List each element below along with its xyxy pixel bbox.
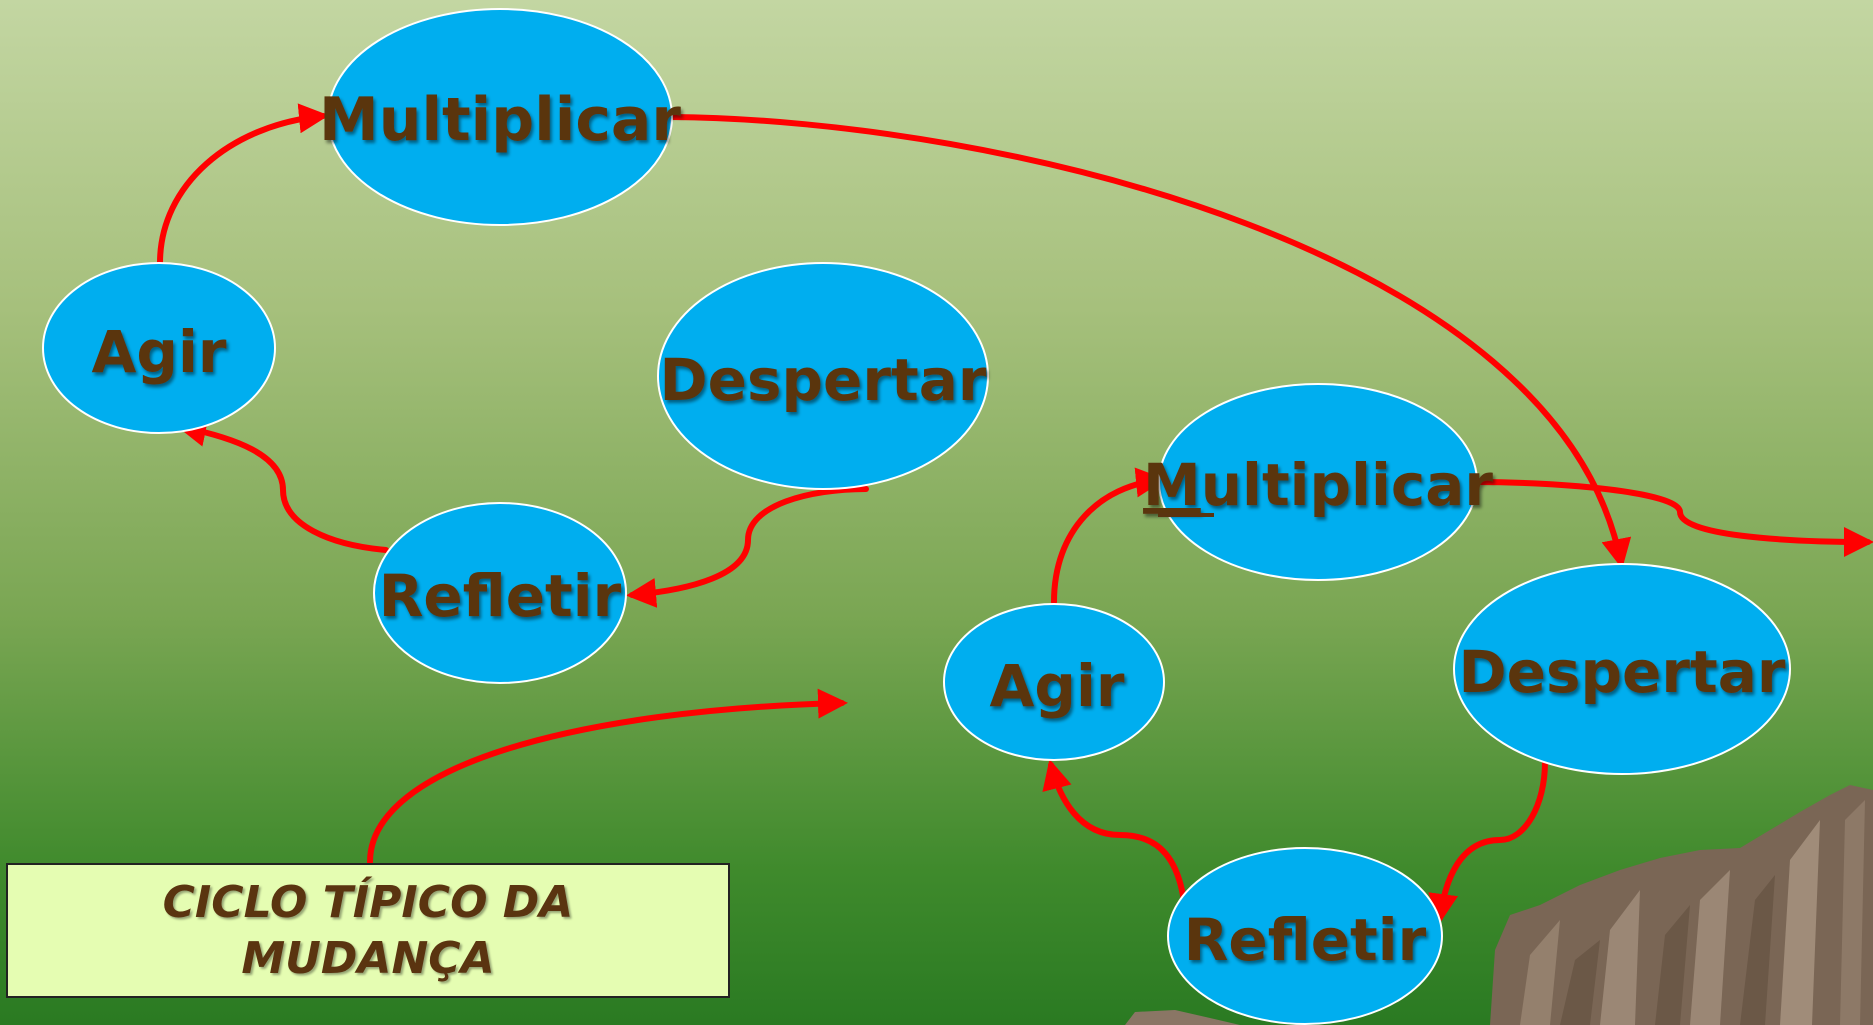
arrow-despertar-1-to-refletir-1 bbox=[626, 486, 869, 608]
node-label: Agir bbox=[990, 652, 1125, 720]
arrow-refletir-1-to-agir-1 bbox=[176, 417, 389, 553]
arrow-refletir-2-to-agir-2 bbox=[1042, 759, 1188, 913]
arrow-multiplicar-1-to-despertar-2 bbox=[669, 114, 1632, 569]
node-label: Refletir bbox=[379, 562, 622, 630]
node-refletir-1: Refletir bbox=[373, 502, 627, 684]
rock-cliff-illustration bbox=[1125, 785, 1873, 1025]
caption-text: CICLO TÍPICO DA MUDANÇA bbox=[163, 875, 574, 987]
arrow-caption-to-cycle-2 bbox=[367, 688, 848, 865]
node-multiplicar-2: Multiplicar bbox=[1143, 383, 1493, 581]
node-label: Multiplicar bbox=[1143, 451, 1493, 519]
caption-line-2: MUDANÇA bbox=[241, 932, 495, 984]
node-label: Multiplicar bbox=[319, 85, 681, 155]
node-label-initial: M bbox=[1143, 451, 1201, 519]
node-despertar-2: Despertar bbox=[1453, 563, 1791, 775]
arrow-multiplicar-2-onward bbox=[1474, 479, 1873, 557]
node-label: Refletir bbox=[1184, 906, 1427, 974]
node-multiplicar-1: Multiplicar bbox=[319, 8, 681, 226]
node-label: Despertar bbox=[1459, 638, 1786, 706]
node-label: Despertar bbox=[660, 346, 987, 414]
caption-box: CICLO TÍPICO DA MUDANÇA bbox=[6, 863, 730, 998]
node-despertar-1: Despertar bbox=[657, 262, 989, 490]
node-label: Agir bbox=[92, 318, 227, 386]
arrow-agir-to-multiplicar-1 bbox=[157, 103, 329, 266]
node-agir-2: Agir bbox=[943, 603, 1165, 761]
arrow-agir-2-to-multiplicar-2 bbox=[1051, 467, 1166, 605]
node-label-rest: ultiplicar bbox=[1201, 451, 1494, 519]
caption-line-1: CICLO TÍPICO DA bbox=[162, 876, 574, 928]
node-agir-1: Agir bbox=[42, 262, 276, 434]
node-refletir-2: Refletir bbox=[1167, 847, 1443, 1025]
arrow-despertar-2-to-refletir-2 bbox=[1428, 759, 1548, 924]
